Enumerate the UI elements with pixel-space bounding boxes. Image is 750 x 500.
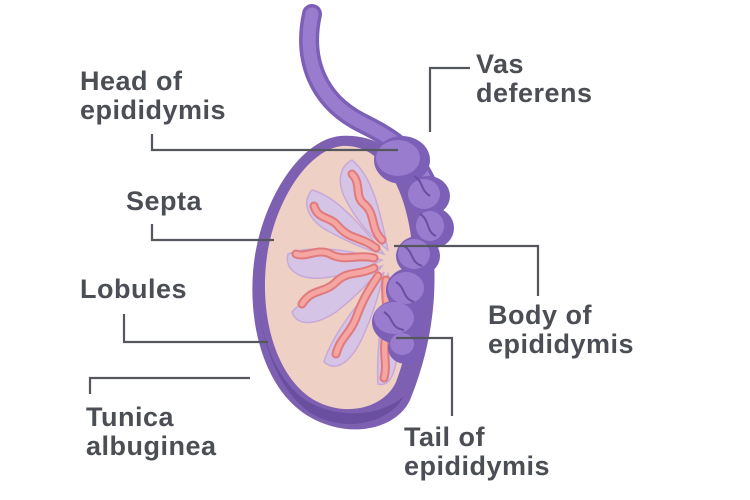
leader-tail — [396, 336, 454, 416]
leader-tunica — [88, 376, 250, 394]
leader-vas — [428, 66, 470, 132]
tubules-group — [291, 169, 392, 383]
label-tunica-albuginea: Tunica albuginea — [86, 402, 217, 461]
leader-septa — [150, 224, 274, 242]
leader-lobules — [122, 314, 268, 344]
label-vas-deferens: Vas deferens — [476, 49, 593, 108]
leader-head — [150, 134, 398, 152]
leader-lines — [88, 66, 540, 416]
label-septa: Septa — [126, 186, 203, 216]
epididymis — [372, 136, 454, 364]
label-head-of-epididymis: Head of epididymis — [80, 66, 227, 125]
label-tail-of-epididymis: Tail of epididymis — [404, 422, 551, 481]
label-lobules: Lobules — [80, 274, 188, 304]
label-body-of-epididymis: Body of epididymis — [488, 300, 635, 359]
leader-body — [394, 244, 540, 296]
